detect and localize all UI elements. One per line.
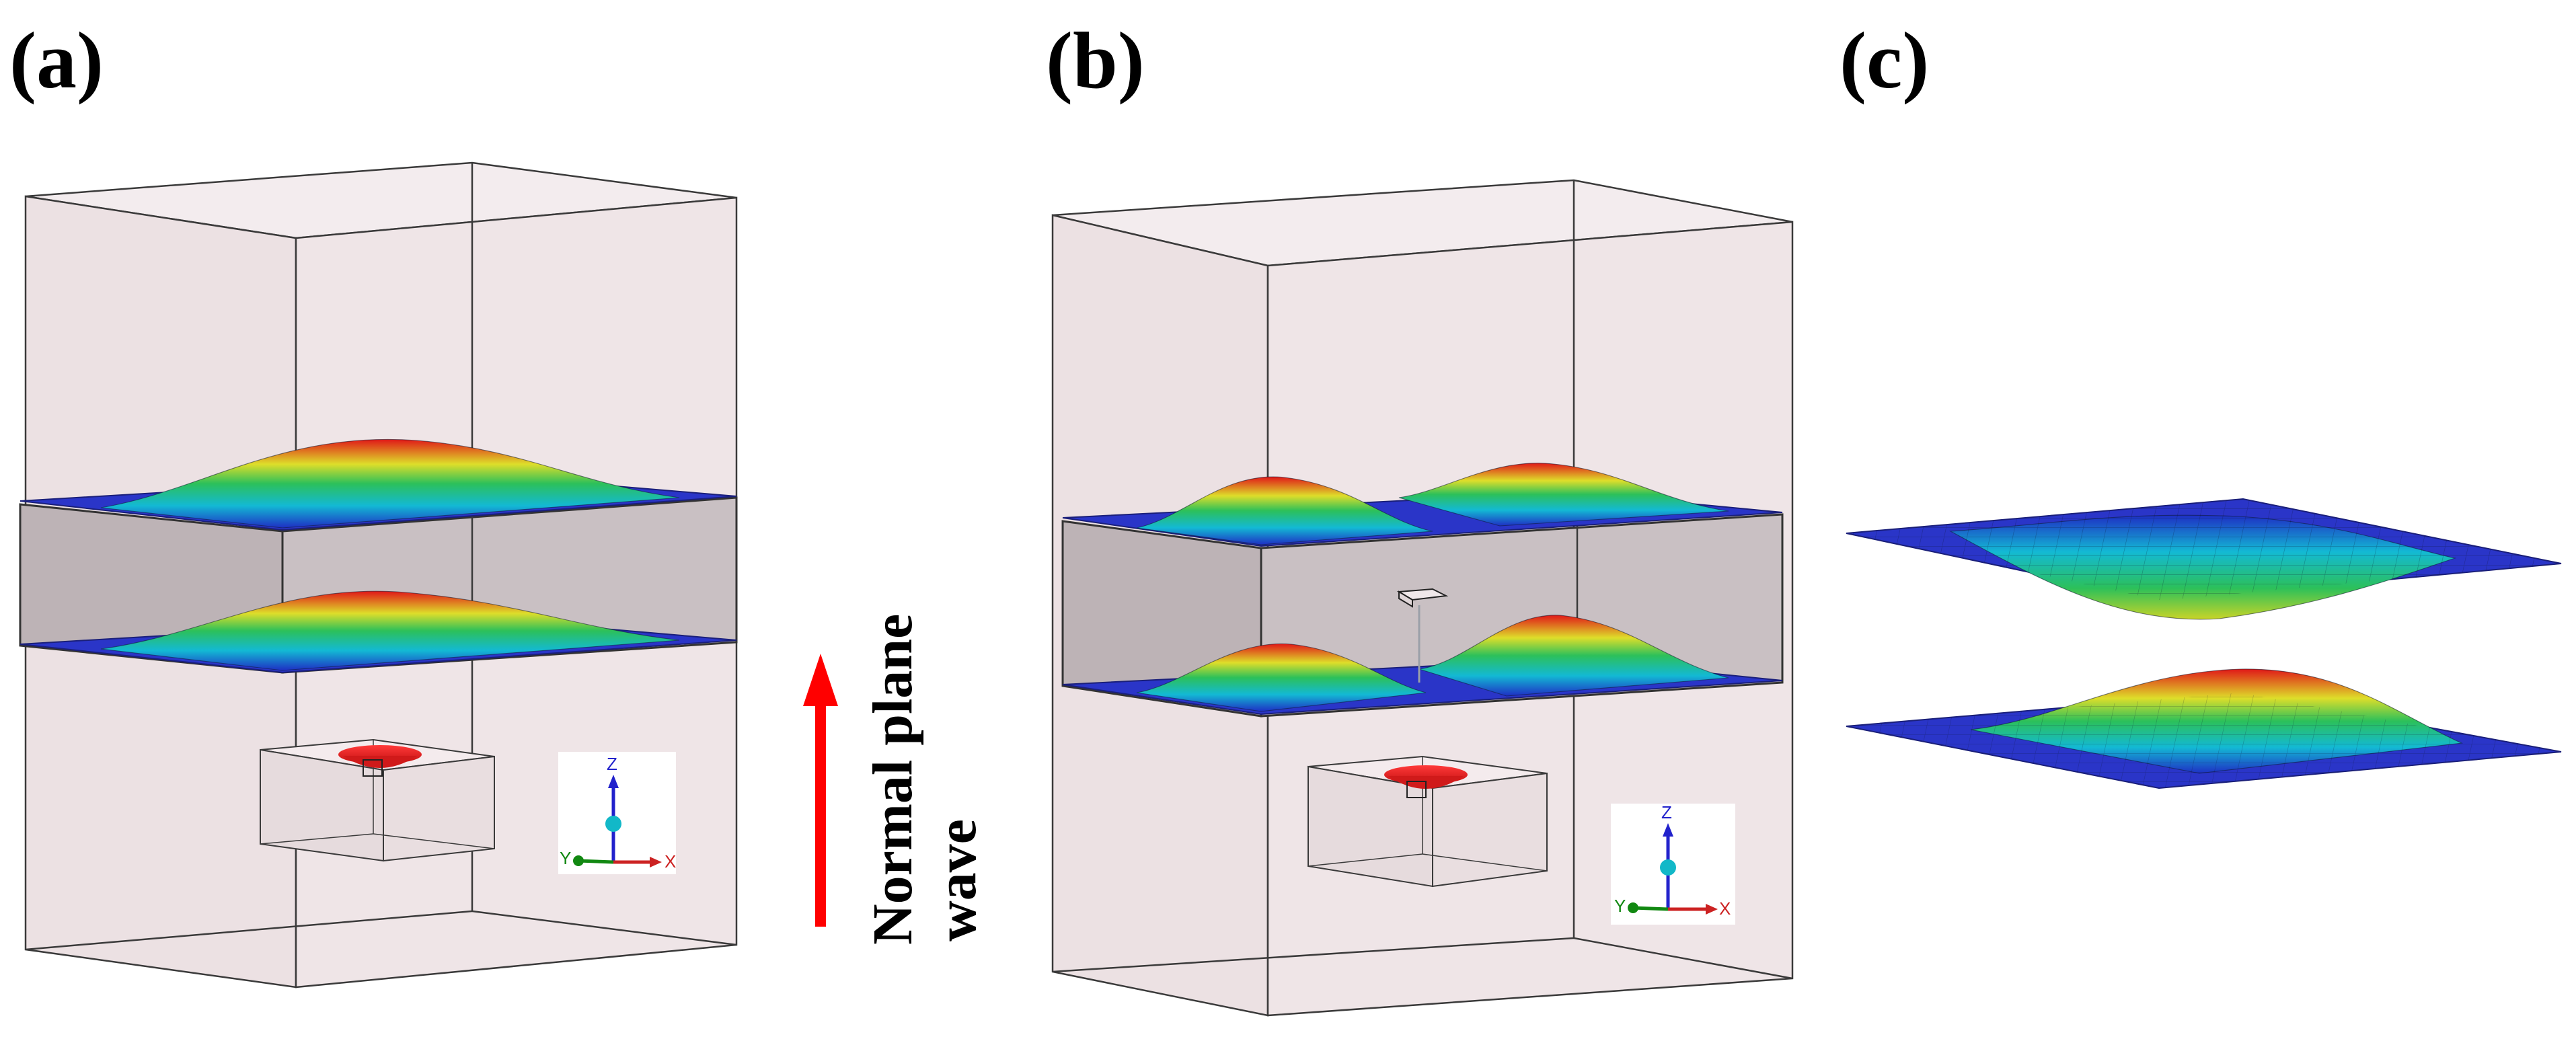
axis-label-y-a: Y: [560, 848, 571, 868]
wave-b-lower-right: [1419, 615, 1729, 696]
wave-a-upper: [101, 439, 679, 528]
box-a-back-bottom-edge: [25, 910, 473, 951]
axis-label-x-b: X: [1719, 898, 1731, 919]
wave-label-line1: Normal plane: [862, 614, 924, 945]
axis-label-z-b: Z: [1661, 802, 1672, 822]
wave-b-upper-left: [1137, 477, 1433, 545]
wave-arrow-head: [803, 654, 838, 706]
source-cell-b: [1406, 781, 1427, 798]
panel-label-c: (c): [1840, 15, 1929, 105]
axis-label-z-a: Z: [607, 754, 617, 774]
wave-a-lower: [101, 591, 679, 670]
cavity-a-front: [260, 748, 384, 862]
cavity-a-side: [383, 755, 495, 862]
axis-label-x-a: X: [665, 851, 676, 872]
wave-label-line2: wave: [925, 819, 988, 941]
panel-label-b: (b): [1046, 15, 1145, 105]
panel-b: Z X Y: [1051, 179, 1794, 1017]
panel-a: Z X Y: [19, 161, 738, 989]
axes-triad-b: Z X Y: [1611, 802, 1735, 925]
normal-plane-wave-indicator: Normal plane wave: [803, 614, 988, 945]
panel-c: [1846, 498, 2562, 789]
axes-triad-a: Z X Y: [558, 752, 676, 874]
source-cell-a: [363, 759, 383, 777]
panel-label-a: (a): [9, 15, 104, 105]
axis-label-y-b: Y: [1614, 896, 1626, 916]
wave-b-upper-right: [1399, 463, 1729, 526]
cavity-b-side: [1432, 772, 1548, 888]
wave-b-lower-left: [1137, 644, 1426, 711]
